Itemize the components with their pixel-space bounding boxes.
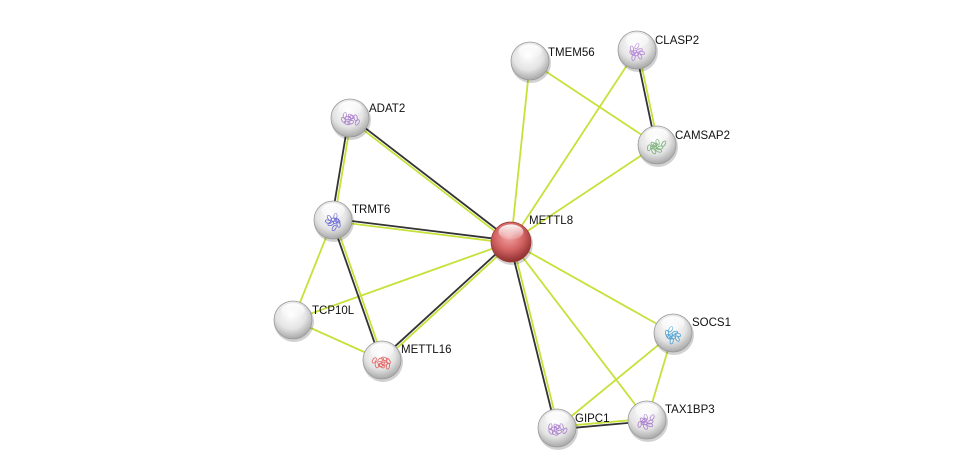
edge-line-textmining [292,241,512,321]
node-label: TRMT6 [352,204,390,216]
node-label: GIPC1 [575,413,610,425]
protein-structure-icon [646,138,667,155]
edge-mettl8-adat2[interactable] [348,116,513,244]
protein-structure-icon [371,356,391,370]
edge-line-textmining [510,241,674,334]
edge-line-textmining [510,60,531,243]
node-tax1bp3[interactable]: TAX1BP3 [627,400,715,442]
node-camsap2[interactable]: CAMSAP2 [637,125,730,167]
node-mettl16[interactable]: METTL16 [362,340,452,382]
node-tcp10l[interactable]: TCP10L [273,300,355,342]
node-highlight [338,101,362,116]
edge-line-coexpression [330,220,382,361]
edge-line-textmining [332,220,511,245]
node-label: TAX1BP3 [665,404,715,416]
edge-line-textmining [510,241,648,421]
node-highlight [661,316,685,331]
edge-mettl8-mettl16[interactable] [380,240,513,362]
node-label: SOCS1 [692,317,731,329]
edge-mettl8-clasp2[interactable] [510,49,638,243]
edge-line-coexpression [508,242,557,429]
edge-mettl8-tax1bp3[interactable] [510,241,648,421]
node-highlight [545,411,569,426]
node-highlight [281,303,305,318]
node-gipc1[interactable]: GIPC1 [537,408,610,450]
edge-line-textmining [333,219,385,360]
edge-trmt6-mettl16[interactable] [330,219,385,361]
edge-line-coexpression [380,240,511,360]
node-highlight [645,128,669,143]
protein-structure-icon [324,212,341,232]
node-clasp2[interactable]: CLASP2 [617,30,699,72]
node-label: ADAT2 [369,103,405,115]
edge-line-textmining [510,144,658,243]
edge-socs1-gipc1[interactable] [556,332,674,429]
node-tmem56[interactable]: TMEM56 [510,41,595,83]
edge-mettl8-tmem56[interactable] [510,60,531,243]
edge-line-textmining [529,60,658,146]
node-highlight [370,343,394,358]
edge-line-coexpression [333,217,512,242]
edge-line-textmining [382,242,513,362]
node-label: METTL8 [529,215,573,227]
node-label: CLASP2 [655,35,699,47]
edge-mettl8-tcp10l[interactable] [292,241,512,321]
edge-line-textmining [348,118,511,244]
node-label: TCP10L [312,305,355,317]
node-highlight [321,203,345,218]
node-adat2[interactable]: ADAT2 [330,98,405,140]
node-label: CAMSAP2 [675,130,730,142]
node-label: TMEM56 [548,47,595,59]
edge-mettl8-socs1[interactable] [510,241,674,334]
edge-mettl8-trmt6[interactable] [332,217,512,245]
edge-line-textmining [510,49,638,243]
edge-mettl8-camsap2[interactable] [510,144,658,243]
edge-tmem56-camsap2[interactable] [529,60,658,146]
node-socs1[interactable]: SOCS1 [653,313,731,355]
node-label: METTL16 [401,344,452,356]
node-highlight [625,33,649,48]
node-highlight [518,44,542,59]
node-mettl8[interactable]: METTL8 [490,215,573,265]
edge-line-textmining [556,332,674,429]
node-highlight [498,224,524,240]
edge-mettl8-gipc1[interactable] [508,241,560,429]
node-trmt6[interactable]: TRMT6 [313,200,390,242]
edge-line-coexpression [350,116,513,242]
edge-line-textmining [511,241,560,428]
node-highlight [635,403,659,418]
